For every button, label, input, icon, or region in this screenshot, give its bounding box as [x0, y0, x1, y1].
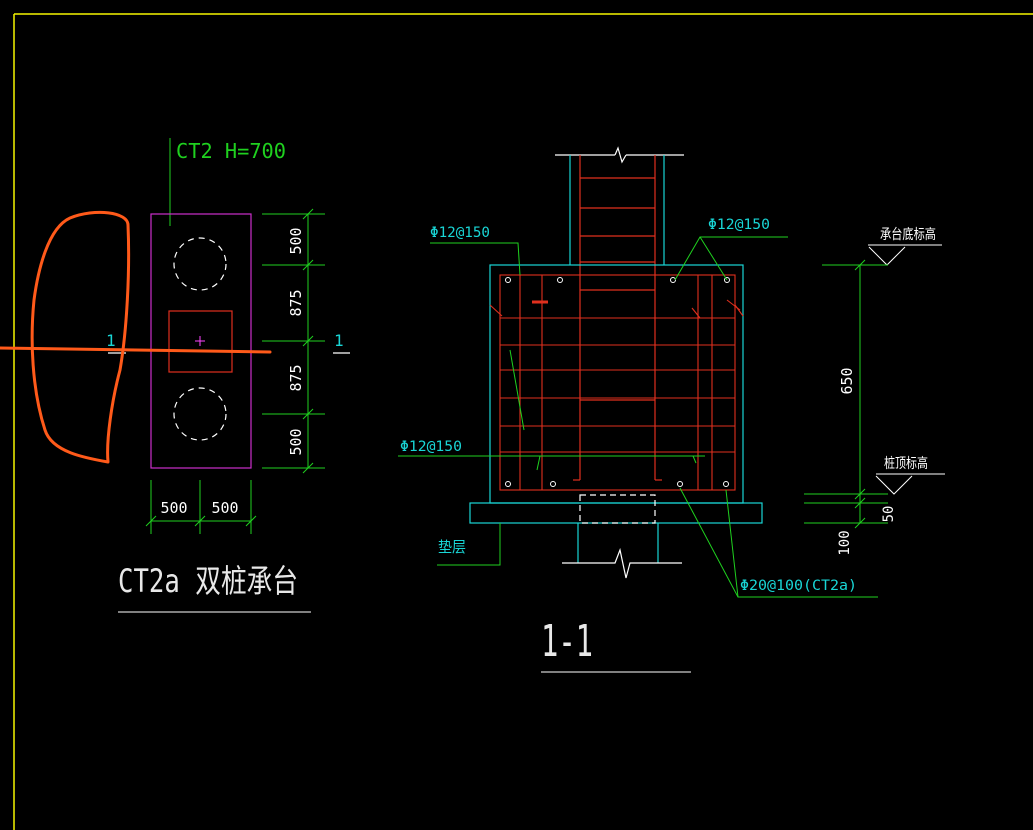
- column-outline: [168, 310, 233, 373]
- cushion-layer: [469, 502, 763, 524]
- section-mark-left: 1: [106, 331, 116, 350]
- label-rebar-top-left: Φ12@150: [430, 225, 490, 241]
- pile-bottom: [173, 387, 227, 441]
- label-rebar-middle: Φ12@150: [400, 439, 462, 455]
- plan-dim-bottom-1: 500: [211, 499, 238, 517]
- cap-concrete-outline: [489, 264, 744, 504]
- section-dim-50: 50: [881, 506, 897, 523]
- elevation-marker-cap-bottom: [868, 244, 942, 266]
- section-column: [555, 146, 684, 481]
- center-mark: [195, 336, 205, 346]
- label-cushion: 垫层: [438, 538, 466, 556]
- pile-top: [173, 237, 227, 291]
- plan-dim-bottom-0: 500: [160, 499, 187, 517]
- plan-dim-bottom: [145, 480, 257, 534]
- section-leaders: [398, 236, 878, 598]
- plan-dim-right-1: 875: [287, 289, 305, 316]
- pile-cap-outline: [150, 213, 252, 469]
- elev-pile-top: 桩顶标高: [884, 455, 928, 472]
- drawing-frame: [13, 13, 1033, 830]
- plan-view: CT2 H=700 500 875 875 500: [0, 138, 350, 613]
- section-dim-650: 650: [838, 367, 856, 394]
- label-rebar-bottom: Φ20@100(CT2a): [740, 578, 857, 594]
- plan-title: CT2a 双桩承台: [118, 562, 298, 600]
- elev-cap-bottom: 承台底标高: [880, 226, 936, 243]
- plan-dim-right-2: 875: [287, 364, 305, 391]
- plan-dim-right: [262, 208, 325, 474]
- section-dim-100: 100: [837, 530, 853, 555]
- elevation-marker-pile-top: [875, 473, 945, 495]
- plan-callout: CT2 H=700: [176, 139, 286, 163]
- rebar-cage: [489, 274, 744, 491]
- section-pile: [562, 494, 682, 579]
- plan-dim-right-3: 500: [287, 428, 305, 455]
- markup-annotation: [0, 210, 272, 464]
- section-title: 1-1: [541, 616, 593, 667]
- section-view: Φ12@150 Φ12@150 Φ12@150 Φ20@100(CT2a) 垫层…: [398, 146, 945, 673]
- label-rebar-top-right: Φ12@150: [708, 217, 770, 233]
- rebar-dots: [505, 277, 730, 487]
- section-mark-right: 1: [334, 331, 344, 350]
- plan-dim-right-0: 500: [287, 227, 305, 254]
- section-dim-right: [804, 259, 888, 529]
